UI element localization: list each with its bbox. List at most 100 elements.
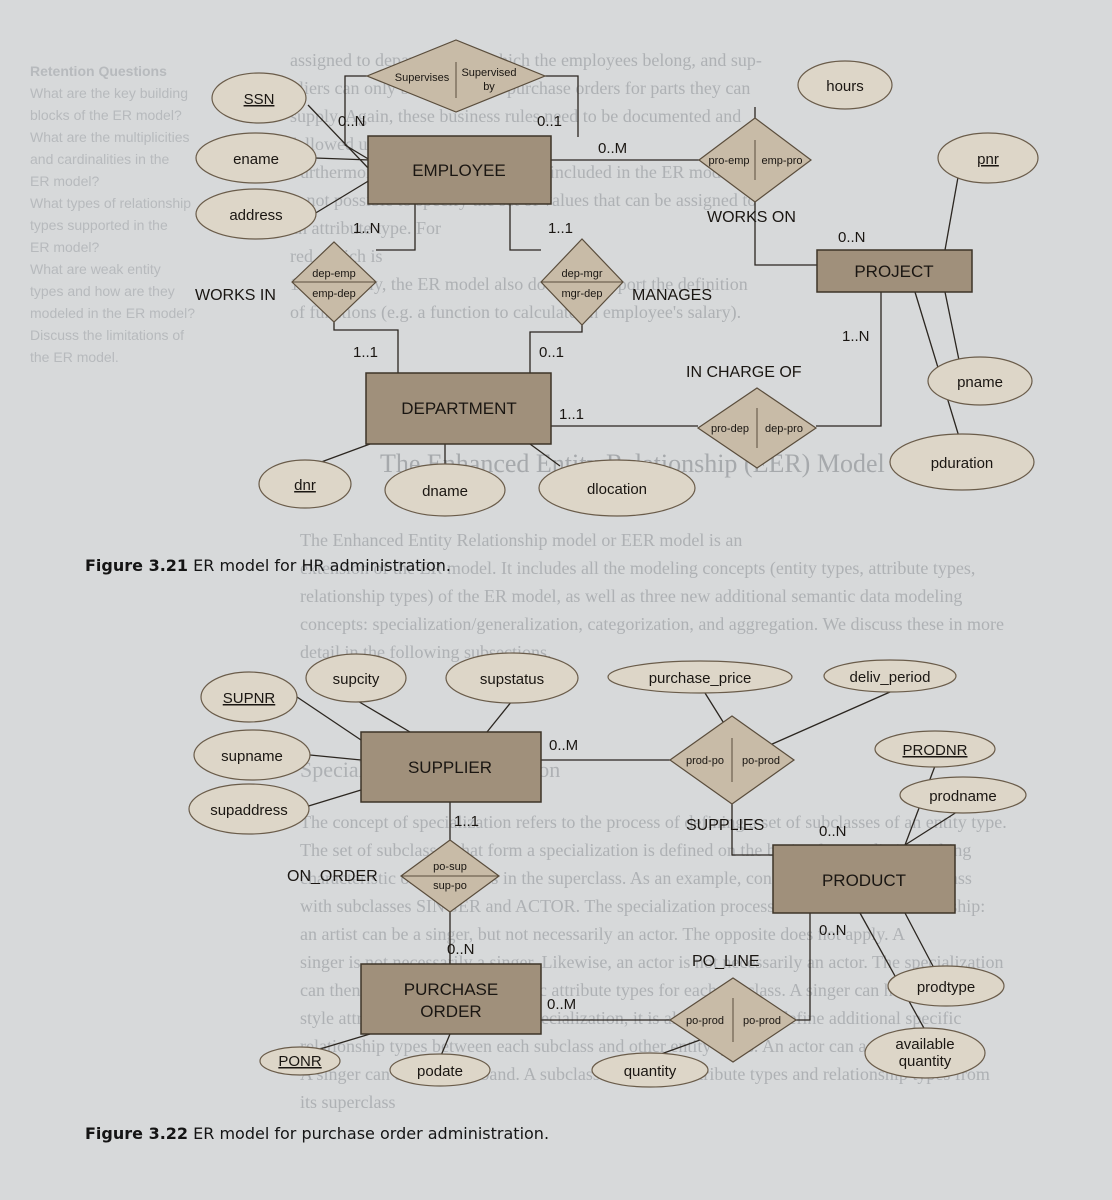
line-supnr-supplier xyxy=(296,696,362,741)
line-address-employee xyxy=(313,179,371,215)
line-supaddress-supplier xyxy=(301,789,362,809)
attribute-ename-label: ename xyxy=(233,151,279,168)
figure-caption-hr-number: Figure 3.21 xyxy=(85,556,189,575)
attribute-supcity xyxy=(305,653,407,703)
card-project-in-charge-of: 1..N xyxy=(842,328,870,345)
supervises-role2-line2: by xyxy=(483,81,495,93)
line-employee-worksin xyxy=(376,204,416,251)
attribute-supstatus xyxy=(445,652,579,704)
in-charge-of-name: IN CHARGE OF xyxy=(686,364,802,381)
line-purchaseprice-supplies xyxy=(704,692,726,726)
attribute-dname xyxy=(384,463,506,517)
card-department-in-charge-of: 1..1 xyxy=(559,406,584,423)
attribute-supname-label: supname xyxy=(221,748,283,765)
line-project-inchargeof xyxy=(816,292,882,427)
entity-purchase-order-label-line1: PURCHASE xyxy=(404,980,498,999)
attribute-pnr xyxy=(937,132,1039,184)
attribute-prodname xyxy=(899,776,1027,814)
line-product-poline xyxy=(796,913,811,1021)
card-department-works-in: 1..1 xyxy=(353,344,378,361)
attribute-pduration xyxy=(889,433,1035,491)
card-department-manages: 0..1 xyxy=(539,344,564,361)
background-paragraph-2: The Enhanced Entity Relationship model o… xyxy=(300,530,1004,662)
attribute-pname xyxy=(927,356,1033,406)
attribute-ssn-label: SSN xyxy=(244,91,275,108)
card-project-works-on: 0..N xyxy=(838,229,866,246)
entity-supplier xyxy=(360,731,542,803)
po-line-role2: po-prod xyxy=(743,1015,781,1027)
works-in-role1: dep-emp xyxy=(312,268,355,280)
entity-purchase-order-label-line2: ORDER xyxy=(420,1002,481,1021)
manages-role1: dep-mgr xyxy=(562,268,603,280)
attribute-ponr-label: PONR xyxy=(278,1053,322,1070)
works-on-role2: emp-pro xyxy=(762,155,803,167)
attribute-supnr-label: SUPNR xyxy=(223,690,276,707)
attribute-available-quantity xyxy=(864,1027,986,1079)
attribute-quantity xyxy=(591,1052,709,1088)
attribute-supstatus-label: supstatus xyxy=(480,671,544,688)
card-product-po-line: 0..N xyxy=(819,922,847,939)
entity-project-label: PROJECT xyxy=(854,262,933,281)
line-supcity-supplier xyxy=(355,699,411,733)
entity-product xyxy=(772,844,956,914)
figure-caption-hr-text: ER model for HR administration. xyxy=(193,556,451,575)
in-charge-of-role2: dep-pro xyxy=(765,423,803,435)
entity-employee xyxy=(367,135,552,205)
figure-caption-purchase-text: ER model for purchase order administrati… xyxy=(193,1124,550,1143)
attribute-podate-label: podate xyxy=(417,1063,463,1080)
attribute-supaddress xyxy=(188,783,310,835)
attribute-dnr-label: dnr xyxy=(294,477,316,494)
entity-purchase-order xyxy=(360,963,542,1035)
attribute-dnr xyxy=(258,459,352,509)
attribute-purchase-price xyxy=(607,660,793,694)
supervises-role2-line1: Supervised xyxy=(461,67,516,79)
line-ename-employee xyxy=(314,157,371,161)
attribute-supaddress-label: supaddress xyxy=(210,802,288,819)
on-order-name: ON_ORDER xyxy=(287,868,378,885)
entity-employee-label: EMPLOYEE xyxy=(412,161,506,180)
card-supplier-supplies: 0..M xyxy=(549,737,578,754)
card-supervises-left: 0..N xyxy=(338,113,366,130)
line-project-pduration xyxy=(914,291,961,441)
line-supname-supplier xyxy=(309,754,362,761)
figure-hr-er-model: EMPLOYEE PROJECT DEPARTMENT SSN ename ad… xyxy=(195,39,1039,517)
line-supstatus-supplier xyxy=(486,700,513,733)
card-employee-works-on: 0..M xyxy=(598,140,627,157)
works-on-name: WORKS ON xyxy=(707,209,796,226)
manages-name: MANAGES xyxy=(632,287,712,304)
background-sidebar: Retention Questions What are the key bui… xyxy=(30,63,195,365)
card-employee-manages: 1..1 xyxy=(548,220,573,237)
attribute-prodtype-label: prodtype xyxy=(917,979,975,996)
entity-department xyxy=(365,372,552,445)
figure-caption-purchase-number: Figure 3.22 xyxy=(85,1124,189,1143)
attribute-available-quantity-line1: available xyxy=(895,1036,954,1053)
attribute-supname xyxy=(193,729,311,781)
attribute-supcity-label: supcity xyxy=(333,671,380,688)
entity-department-label: DEPARTMENT xyxy=(401,399,517,418)
attribute-quantity-label: quantity xyxy=(624,1063,677,1080)
attribute-hours xyxy=(797,60,893,110)
card-supplier-on-order: 1..1 xyxy=(454,813,479,830)
attribute-pnr-label: pnr xyxy=(977,151,999,168)
attribute-prodnr xyxy=(874,730,996,768)
attribute-purchase-price-label: purchase_price xyxy=(649,670,752,687)
line-supervises-employee-right xyxy=(545,75,579,137)
manages-role2: mgr-dep xyxy=(562,288,603,300)
line-delivperiod-supplies xyxy=(769,691,891,746)
entity-project xyxy=(816,249,973,293)
attribute-available-quantity-line2: quantity xyxy=(899,1053,952,1070)
attribute-pname-label: pname xyxy=(957,374,1003,391)
on-order-role1: po-sup xyxy=(433,861,467,873)
supplies-role1: prod-po xyxy=(686,755,724,767)
po-line-role1: po-prod xyxy=(686,1015,724,1027)
attribute-dlocation-label: dlocation xyxy=(587,481,647,498)
attribute-podate xyxy=(389,1053,491,1087)
attribute-address xyxy=(195,188,317,240)
attribute-ponr xyxy=(259,1046,341,1076)
attribute-ename xyxy=(195,132,317,184)
line-employee-supervises-left xyxy=(344,75,371,161)
card-purchaseorder-po-line: 0..M xyxy=(547,996,576,1013)
supplies-role2: po-prod xyxy=(742,755,780,767)
card-purchaseorder-on-order: 0..N xyxy=(447,941,475,958)
attribute-ssn xyxy=(211,72,307,124)
